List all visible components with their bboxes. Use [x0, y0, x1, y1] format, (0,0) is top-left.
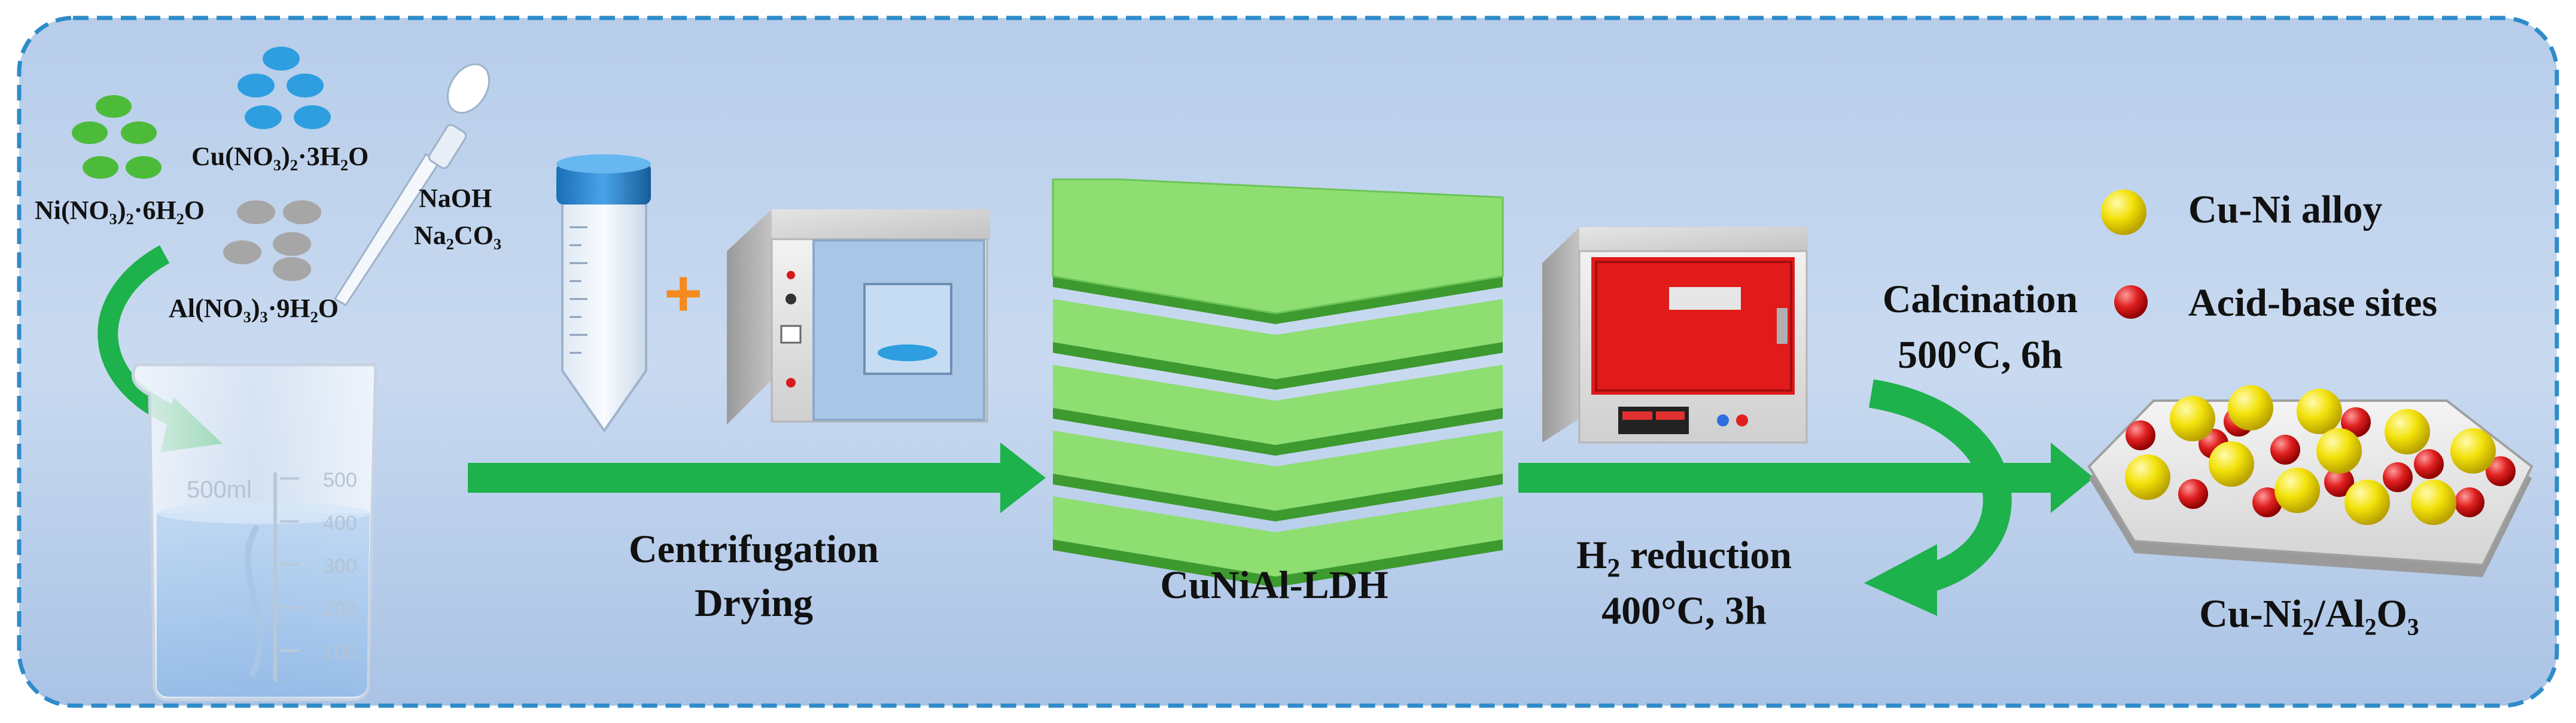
ni-nitrate-label: Ni(NO₃)₂·6H₂O: [35, 196, 205, 225]
legend-site-label: Acid-base sites: [2188, 281, 2437, 325]
cu-ni-alloy-particle: [2450, 428, 2496, 474]
ni-nitrate-dots: [72, 95, 162, 179]
ldh-layer-edge: [1053, 408, 1503, 456]
ldh-label: CuNiAl-LDH: [1160, 563, 1388, 607]
ldh-layer: [1053, 496, 1503, 576]
legend-alloy-label: Cu-Ni alloy: [2188, 188, 2383, 231]
reduction-arrow: [1864, 379, 2012, 616]
ldh-layer-edge: [1053, 474, 1503, 521]
product-label: Cu-Ni₂/Al₂O₃: [2199, 592, 2419, 636]
cu-ni-alloy-particle: [2209, 441, 2254, 487]
cu-ni-alloy-particle: [2228, 385, 2273, 431]
ldh-layered-stack: [1052, 178, 1504, 587]
acid-base-site: [2252, 487, 2282, 517]
centrifugation-label: Centrifugation: [629, 527, 879, 571]
acid-base-site: [2178, 479, 2208, 509]
ldh-layer: [1053, 365, 1503, 445]
cu-ni-alloy-particle: [2411, 480, 2456, 525]
process-arrow-2: [1518, 443, 2094, 513]
cu-nitrate-dots: [237, 47, 331, 129]
acid-base-site: [2126, 420, 2155, 450]
centrifuge-tube: [556, 154, 651, 433]
plus-sign: +: [664, 257, 702, 330]
ldh-layer-top: [1052, 178, 1504, 315]
catalyst-plate: [2087, 385, 2534, 577]
beaker-tick-label: 100: [323, 641, 357, 664]
acid-base-site: [2341, 407, 2371, 437]
ldh-layer-edge: [1053, 276, 1503, 324]
legend-site-swatch: [2114, 285, 2148, 319]
beaker-scale: 500 400 300 200 100: [280, 469, 357, 664]
calcination-conditions: 500°C, 6h: [1898, 333, 2063, 377]
cu-ni-alloy-particle: [2170, 396, 2215, 441]
al-nitrate-label: Al(NO₃)₃·9H₂O: [169, 294, 339, 323]
pipette: [333, 63, 491, 306]
drying-label: Drying: [695, 581, 813, 625]
acid-base-site: [2383, 462, 2413, 492]
process-arrow-1: [468, 443, 1046, 513]
cu-ni-alloy-particle: [2274, 468, 2320, 513]
reduction-conditions: 400°C, 3h: [1601, 589, 1767, 633]
naoh-label: NaOH: [419, 184, 492, 213]
na2co3-label: Na₂CO₃: [414, 221, 501, 250]
acid-base-site: [2324, 467, 2354, 497]
beaker-tick-label: 200: [323, 598, 357, 621]
ldh-layer: [1053, 299, 1503, 379]
legend-alloy-swatch: [2101, 190, 2146, 235]
calcination-label: Calcination: [1883, 277, 2078, 321]
h2-reduction-label: H2 reduction: [1576, 533, 1792, 582]
drying-oven: [727, 209, 990, 425]
catalyst-particles: [2125, 385, 2516, 525]
beaker: 500ml 500 400 300 200 100: [131, 363, 377, 701]
acid-base-site: [2270, 435, 2300, 465]
cu-ni-alloy-particle: [2316, 428, 2362, 474]
acid-base-site: [2414, 449, 2444, 479]
ldh-layer: [1053, 431, 1503, 511]
calcination-furnace: [1542, 227, 1808, 444]
al-nitrate-dots: [223, 200, 321, 281]
legend: Cu-Ni alloy Acid-base sites: [2101, 188, 2437, 325]
cu-ni-alloy-particle: [2125, 454, 2170, 500]
acid-base-site: [2455, 487, 2484, 517]
beaker-tick-label: 400: [323, 512, 357, 535]
ldh-layer-edge: [1053, 342, 1503, 390]
cu-nitrate-label: Cu(NO₃)₂·3H₂O: [191, 142, 369, 171]
beaker-tick-label: 300: [323, 555, 357, 578]
cu-ni-alloy-particle: [2297, 389, 2342, 434]
beaker-tick-label: 500: [323, 469, 357, 492]
beaker-volume-label: 500ml: [187, 477, 252, 503]
acid-base-site: [2486, 456, 2516, 486]
ldh-layer-edge: [1053, 539, 1503, 587]
cu-ni-alloy-particle: [2385, 409, 2430, 454]
cu-ni-alloy-particle: [2344, 480, 2390, 525]
